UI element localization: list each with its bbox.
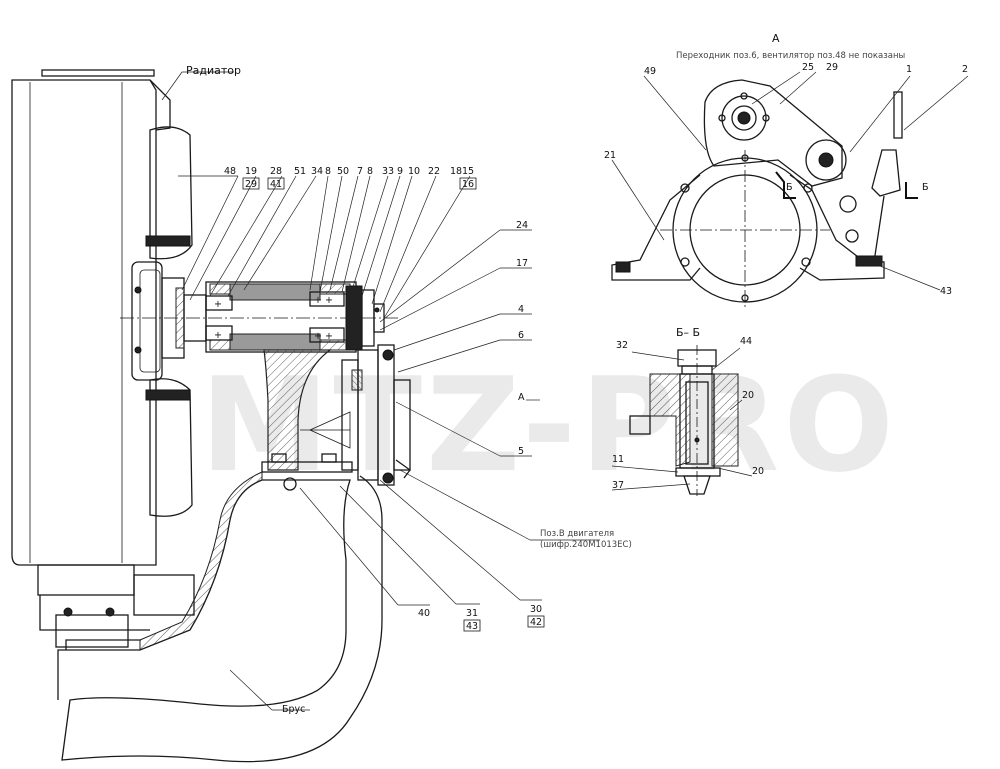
svg-text:+ +: + + <box>314 331 333 342</box>
callout-34: 34 <box>311 166 323 177</box>
callout-48: 48 <box>224 166 236 177</box>
callout-22: 22 <box>428 166 440 177</box>
callout-a-43: 43 <box>940 286 952 297</box>
section-bb-title: Б– Б <box>676 326 700 339</box>
callout-16: 16 <box>462 179 474 190</box>
callout-29: 29 <box>245 179 257 190</box>
callout-b-20b: 20 <box>752 466 764 477</box>
callout-6: 6 <box>518 330 524 341</box>
callout-b-44: 44 <box>740 336 752 347</box>
beam-label: Брус <box>282 704 305 715</box>
callout-40: 40 <box>418 608 430 619</box>
watermark: MTZ-PRO <box>200 349 898 501</box>
callout-8a: 8 <box>325 166 331 177</box>
section-b-b <box>629 345 739 496</box>
view-a-drawing <box>611 79 918 310</box>
callout-a-21: 21 <box>604 150 616 161</box>
callout-b-11: 11 <box>612 454 624 465</box>
callout-b-20a: 20 <box>742 390 754 401</box>
callout-28: 28 <box>270 166 282 177</box>
section-b-b-leaders <box>611 347 753 491</box>
radiator-body <box>11 69 195 631</box>
callout-b-32: 32 <box>616 340 628 351</box>
callout-8b: 8 <box>367 166 373 177</box>
radiator-label: Радиатор <box>186 64 241 77</box>
section-mark-left: Б <box>786 182 793 193</box>
callout-43: 43 <box>466 621 478 632</box>
fan-shroud <box>131 126 193 517</box>
callout-a-25: 25 <box>802 62 814 73</box>
frame-beam <box>55 471 383 763</box>
section-bb-callouts: 32 44 20 11 20 37 <box>612 336 764 491</box>
section-mark-right: Б <box>922 182 929 193</box>
callout-15: 15 <box>462 166 474 177</box>
engine-label-line2: (шифр.240М1013ЕС) <box>540 540 632 550</box>
callout-a-49: 49 <box>644 66 656 77</box>
callout-b-37: 37 <box>612 480 624 491</box>
callout-7: 7 <box>357 166 363 177</box>
fan-hub-assembly: + + + + + + <box>161 277 385 359</box>
callout-4: 4 <box>518 304 524 315</box>
callout-18: 18 <box>450 166 462 177</box>
callout-30: 30 <box>530 604 542 615</box>
view-a-arrow-label: А <box>518 392 525 403</box>
callout-a-29: 29 <box>826 62 838 73</box>
svg-text:+: + <box>214 330 222 341</box>
callout-5: 5 <box>518 446 524 457</box>
view-a-title: А <box>772 32 780 45</box>
callout-33: 33 <box>382 166 394 177</box>
callout-9: 9 <box>397 166 403 177</box>
callout-50: 50 <box>337 166 349 177</box>
callout-19: 19 <box>245 166 257 177</box>
engine-label-line1: Поз.В двигателя <box>540 529 614 539</box>
svg-text:+ +: + + <box>314 295 333 306</box>
callout-17: 17 <box>516 258 528 269</box>
callout-41: 41 <box>270 179 282 190</box>
main-view-callouts: 48 19 29 28 41 51 34 8 50 7 8 33 9 10 22… <box>224 166 545 632</box>
svg-text:+: + <box>214 299 222 310</box>
support-bracket <box>261 349 353 473</box>
view-a-note: Переходник поз.6, вентилятор поз.48 не п… <box>676 51 905 61</box>
callout-a-1: 1 <box>906 64 912 75</box>
view-a-leaders <box>611 71 969 291</box>
main-view-leaders <box>161 71 600 711</box>
view-a-callouts: 49 25 29 1 2 21 43 <box>604 62 968 297</box>
callout-42: 42 <box>530 617 542 628</box>
callout-31: 31 <box>466 608 478 619</box>
callout-24: 24 <box>516 220 528 231</box>
callout-a-2: 2 <box>962 64 968 75</box>
callout-10: 10 <box>408 166 420 177</box>
callout-51: 51 <box>294 166 306 177</box>
